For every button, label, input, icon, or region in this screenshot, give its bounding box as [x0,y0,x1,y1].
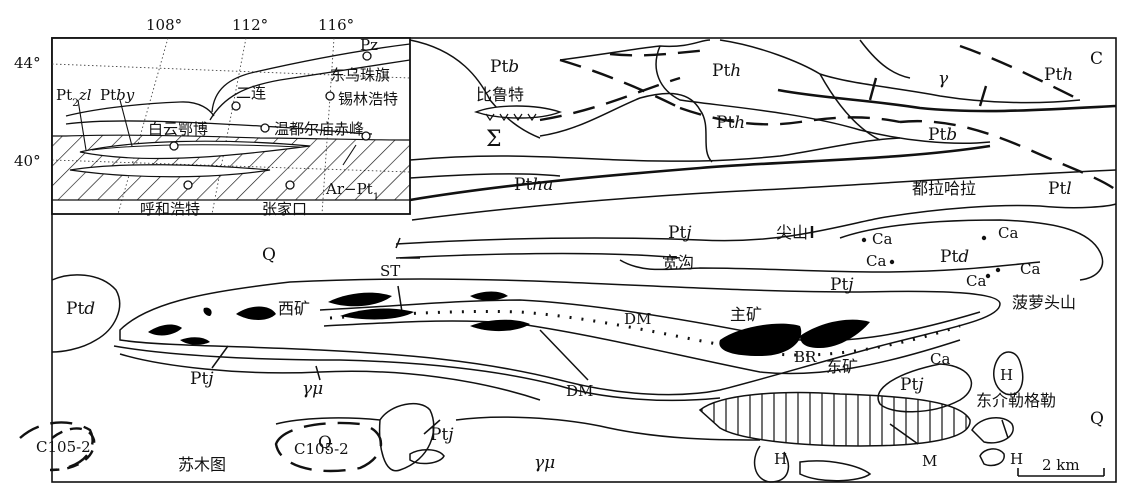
unit-ptj-2: Ptj [830,275,854,295]
unit-c: C [1090,49,1103,69]
inferred-contacts [19,44,1117,473]
carbonate-dots [861,235,1001,279]
unit-pz: Pz [360,36,378,54]
label-h-1: H [1000,366,1013,384]
unit-ptj-3: Ptj [190,369,214,389]
unit-gmu-1: γμ [302,379,323,399]
label-h-2: H [774,450,787,468]
unit-q-2: Q [318,433,332,453]
west-ore-body-6 [203,307,212,316]
label-h-3: H [1010,450,1023,468]
place-wendurmiao: 温都尔庙 [274,120,334,138]
label-ca-4: Ca [1020,260,1040,278]
place-zhukuang: 主矿 [730,305,762,324]
place-jianshan: 尖山 [776,223,808,242]
unit-ptj-4: Ptj [900,375,924,395]
label-ca-1: Ca [872,230,892,248]
east-ore-body-2 [470,291,508,301]
unit-pth-right: Pth [1044,65,1073,85]
lat-44-label: 44° [14,54,41,72]
main-ore-body-2 [800,319,870,348]
unit-ptb-right: Ptb [928,125,957,145]
place-baiyunebo: 白云鄂博 [148,120,208,138]
unit-pth-top: Pth [712,61,741,81]
unit-ptb-left: Ptb [490,57,519,77]
unit-pt2zl: Pt2zl [56,86,92,109]
label-ca-2: Ca [998,224,1018,242]
lon-112-label: 112° [232,16,268,34]
place-kuangou: 宽沟 [662,253,694,272]
unit-ptl: Ptl [1048,179,1072,199]
label-dm-2: DM [566,382,593,400]
unit-pth-mid: Pth [716,113,745,133]
place-boluotoushan: 菠萝头山 [1012,293,1076,312]
place-xikuang: 西矿 [278,299,310,318]
label-ca-5: Ca [966,272,986,290]
label-ca-3: Ca [866,252,886,270]
place-sumutu: 苏木图 [178,455,226,474]
label-ca-6: Ca [930,350,950,368]
unit-ptj-5: Ptj [430,425,454,445]
ore-bodies [148,291,870,356]
label-dm-1: DM [624,310,651,328]
unit-q-1: Q [262,245,276,265]
contacts [51,39,1117,483]
inset-map [51,37,411,215]
unit-ptd-right: Ptd [940,247,969,267]
place-chifeng: 赤峰 [334,120,364,138]
east-ore-body-1 [470,319,530,332]
west-ore-body-2 [236,306,276,320]
map-frame [51,37,1117,483]
scale-bar-label: 2 km [1042,456,1080,474]
scale-bar: 2 km [1017,456,1105,477]
label-st: ST [380,262,400,280]
lon-108-label: 108° [146,16,182,34]
label-c105-1: C105-2 [36,438,91,456]
lat-40-label: 40° [14,152,41,170]
west-ore-body-3 [340,308,414,320]
place-dongwuzhuqi: 东乌珠旗 [330,66,390,84]
west-ore-body-5 [180,337,210,345]
unit-gmu-2: γμ [534,453,555,473]
place-zhangjiakou: 张家口 [262,200,307,218]
lon-116-label: 116° [318,16,354,34]
place-xilinhaote: 锡林浩特 [338,90,398,108]
inset-town-markers [169,51,372,190]
main-ore-body-1 [719,323,802,356]
unit-gamma: γ [938,69,949,89]
west-ore-body-4 [148,324,182,336]
place-huhehaote: 呼和浩特 [140,200,200,218]
ultramafic-lens [473,105,563,119]
west-ore-body-1 [328,292,392,307]
label-br: BR [794,348,817,366]
unit-ptby: Ptby [100,86,135,104]
unit-arpt1: Ar−Pt1 [325,180,379,203]
place-dongkuang: 东矿 [826,357,858,376]
inset-labels: 108° 112° 116° 44° 40° Pz Pt2zl Ptby Ar−… [14,16,398,218]
main-labels: Ptb Pth Pth Pth Ptb Ptha Ptl Ptj Ptd Ptj… [36,49,1104,474]
unit-q-3: Q [1090,409,1104,429]
place-erlian: 二连 [236,84,266,102]
unit-ptha: Ptha [514,175,553,195]
place-dongjie: 东介勒格勒 [976,391,1056,410]
label-c105-2: C105-2 [294,440,349,458]
place-dulahala: 都拉哈拉 [912,179,976,198]
unit-ptj-1: Ptj [668,223,692,243]
place-bilute: 比鲁特 [476,85,524,104]
unit-ptd-left: Ptd [66,299,95,319]
sigma-symbol: Σ [486,127,502,152]
label-m: M [922,452,937,470]
